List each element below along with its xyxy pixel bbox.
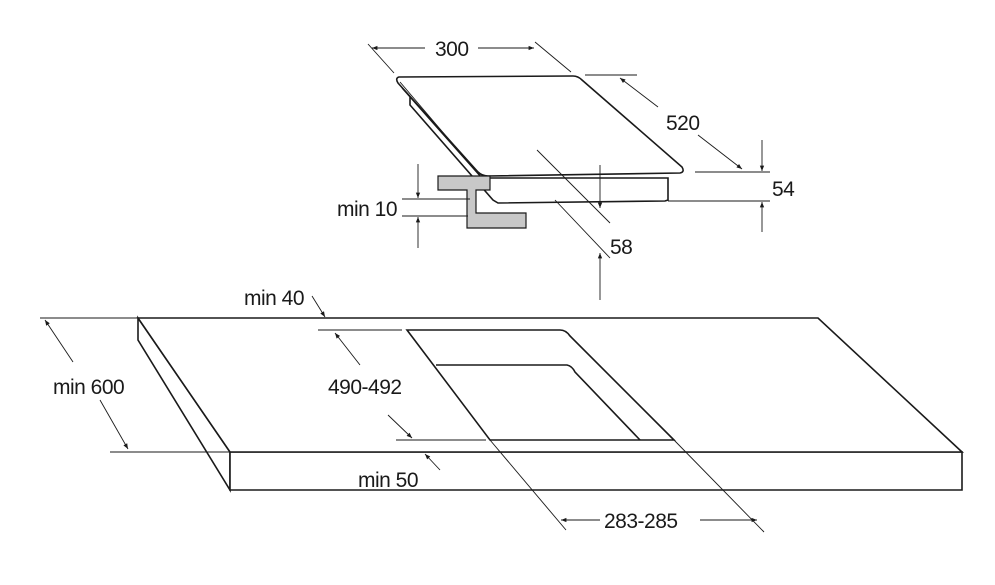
label-hob-width: 300 [435, 38, 469, 61]
countertop-drawing [136, 315, 965, 493]
dim-hob-height: 54 [668, 140, 796, 232]
label-cutout-width: 283-285 [604, 510, 678, 533]
hob-drawing [395, 75, 684, 229]
label-min-front: min 50 [358, 469, 418, 492]
dim-depth-below: 58 [536, 149, 633, 300]
cutout-inner-edge [436, 364, 641, 441]
cutout-outline [405, 329, 676, 441]
label-depth-below: 58 [610, 236, 632, 259]
dim-min-back: min 40 [244, 287, 326, 318]
dim-min-depth: min 600 [40, 317, 230, 453]
mounting-bracket [437, 175, 527, 229]
label-min-clearance: min 10 [337, 198, 397, 221]
countertop-top [136, 317, 965, 453]
countertop-front [229, 451, 963, 491]
dim-hob-depth: 520 [585, 74, 770, 173]
dim-min-clearance: min 10 [337, 164, 470, 248]
label-hob-height: 54 [772, 178, 795, 201]
dim-hob-width: 300 [367, 38, 572, 74]
label-min-depth: min 600 [53, 376, 124, 399]
dim-cutout-depth: 490-492 [318, 329, 486, 441]
dim-cutout-width: 283-285 [489, 439, 765, 533]
label-cutout-depth: 490-492 [328, 376, 402, 399]
label-hob-depth: 520 [666, 112, 700, 135]
hob-glass-top [395, 75, 684, 177]
label-min-back: min 40 [244, 287, 304, 310]
dim-min-front: min 50 [358, 453, 441, 492]
